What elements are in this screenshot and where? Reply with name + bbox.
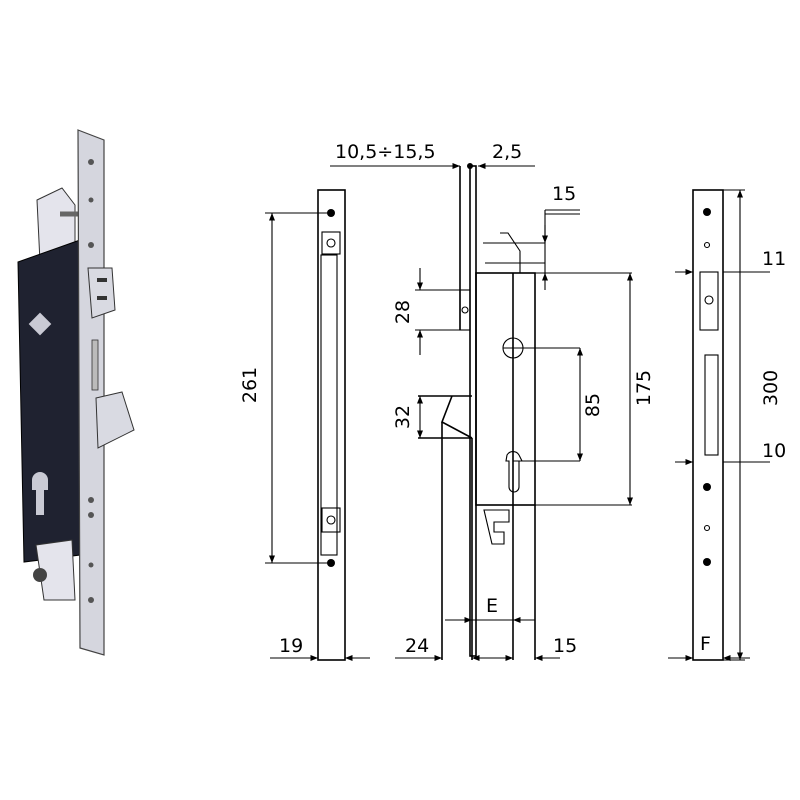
dim-F: F <box>700 633 711 655</box>
dim-85: 85 <box>582 393 604 417</box>
dim-175: 175 <box>633 370 655 406</box>
latch-slot <box>704 354 719 456</box>
dim-11: 11 <box>762 248 786 270</box>
lock-case <box>17 239 81 563</box>
cylinder-profile <box>505 451 523 493</box>
dim-261: 261 <box>239 367 261 403</box>
screw-hole-top <box>327 209 335 217</box>
case-outline <box>475 272 536 506</box>
front-view <box>265 189 370 662</box>
faceplate-view <box>668 189 770 662</box>
lock-3d-render <box>17 129 135 656</box>
dim-24: 24 <box>405 635 429 657</box>
dim-28: 28 <box>392 300 414 324</box>
dim-300: 300 <box>760 370 782 406</box>
faceplate <box>77 129 105 656</box>
dim-15-bottom: 15 <box>553 635 577 657</box>
screw-hole-bottom <box>327 559 335 567</box>
side-view <box>330 162 634 662</box>
roller-bolt <box>87 267 116 319</box>
dim-backset-range: 10,5÷15,5 <box>335 141 436 163</box>
top-latch-block <box>36 187 76 263</box>
cylinder-hole <box>32 472 48 515</box>
latch-bolt <box>95 391 135 449</box>
dim-10: 10 <box>762 440 786 462</box>
faceplate-edge <box>469 165 477 657</box>
bottom-knob <box>33 568 47 582</box>
dim-2-5: 2,5 <box>492 141 522 163</box>
dim-32: 32 <box>392 405 414 429</box>
roller-slot <box>699 271 719 331</box>
dim-19: 19 <box>279 635 303 657</box>
dim-E: E <box>486 595 498 617</box>
dim-15-top: 15 <box>552 183 576 205</box>
